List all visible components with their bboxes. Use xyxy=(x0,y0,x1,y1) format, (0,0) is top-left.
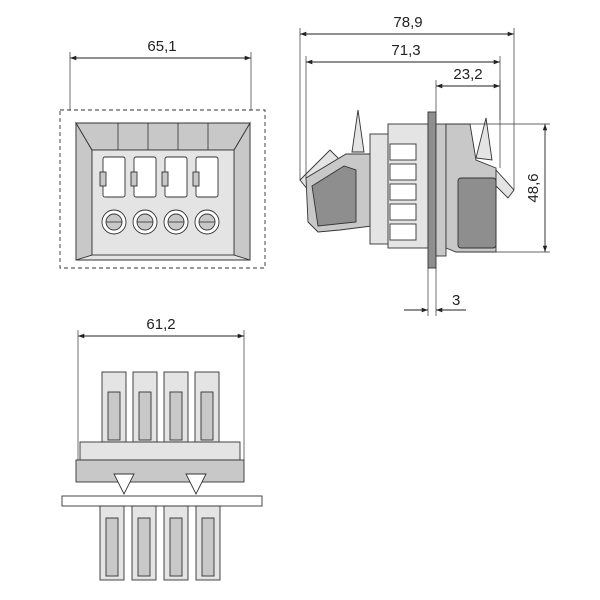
dimension-side-total: 78,9 xyxy=(299,14,515,190)
front-view: 65,1 xyxy=(59,38,266,269)
front-view-bevel-top xyxy=(75,122,251,151)
contact-4 xyxy=(192,156,220,235)
contact-3 xyxy=(161,156,189,235)
side-view-rear-window xyxy=(457,177,497,249)
dimension-label-side-rear: 23,2 xyxy=(453,66,482,83)
dimension-side-height: 48,6 xyxy=(470,123,550,253)
front-view-contacts xyxy=(99,156,220,235)
side-view-lever-left xyxy=(351,109,365,153)
dimension-front-width: 65,1 xyxy=(69,38,252,110)
top-view: 61,2 xyxy=(61,316,263,581)
side-view-plug-collar xyxy=(369,133,391,245)
top-view-body xyxy=(79,441,241,461)
contact-1 xyxy=(99,156,127,235)
top-view-collar xyxy=(75,459,245,483)
dimension-side-rear: 23,2 xyxy=(435,66,501,120)
front-view-outline-dashed xyxy=(59,109,266,269)
side-view-plug-grip xyxy=(311,165,357,227)
contact-2 xyxy=(130,156,158,235)
dimension-side-body: 71,3 xyxy=(305,42,501,178)
dimension-top-width: 61,2 xyxy=(77,316,245,460)
top-view-lower-pins xyxy=(99,505,221,581)
dimension-flange-thickness: 3 xyxy=(404,268,466,316)
dimension-label-top-width: 61,2 xyxy=(146,316,175,333)
top-view-flange xyxy=(61,495,263,507)
dimension-label-side-total: 78,9 xyxy=(393,14,422,31)
side-view-flange xyxy=(427,111,437,269)
top-view-latches xyxy=(113,473,207,496)
side-view-lever-right xyxy=(475,117,493,161)
side-view-flange-seal xyxy=(435,123,447,257)
dimension-label-side-height: 48,6 xyxy=(525,173,542,202)
side-view-ribs xyxy=(389,143,417,241)
dimension-label-side-body: 71,3 xyxy=(391,42,420,59)
front-view-dividers xyxy=(117,123,209,150)
side-view: 78,9 71,3 23,2 48,6 3 xyxy=(299,14,550,316)
dimension-label-front-width: 65,1 xyxy=(147,38,176,55)
dimension-label-flange-thickness: 3 xyxy=(452,292,460,309)
top-view-upper-pins xyxy=(101,371,220,443)
